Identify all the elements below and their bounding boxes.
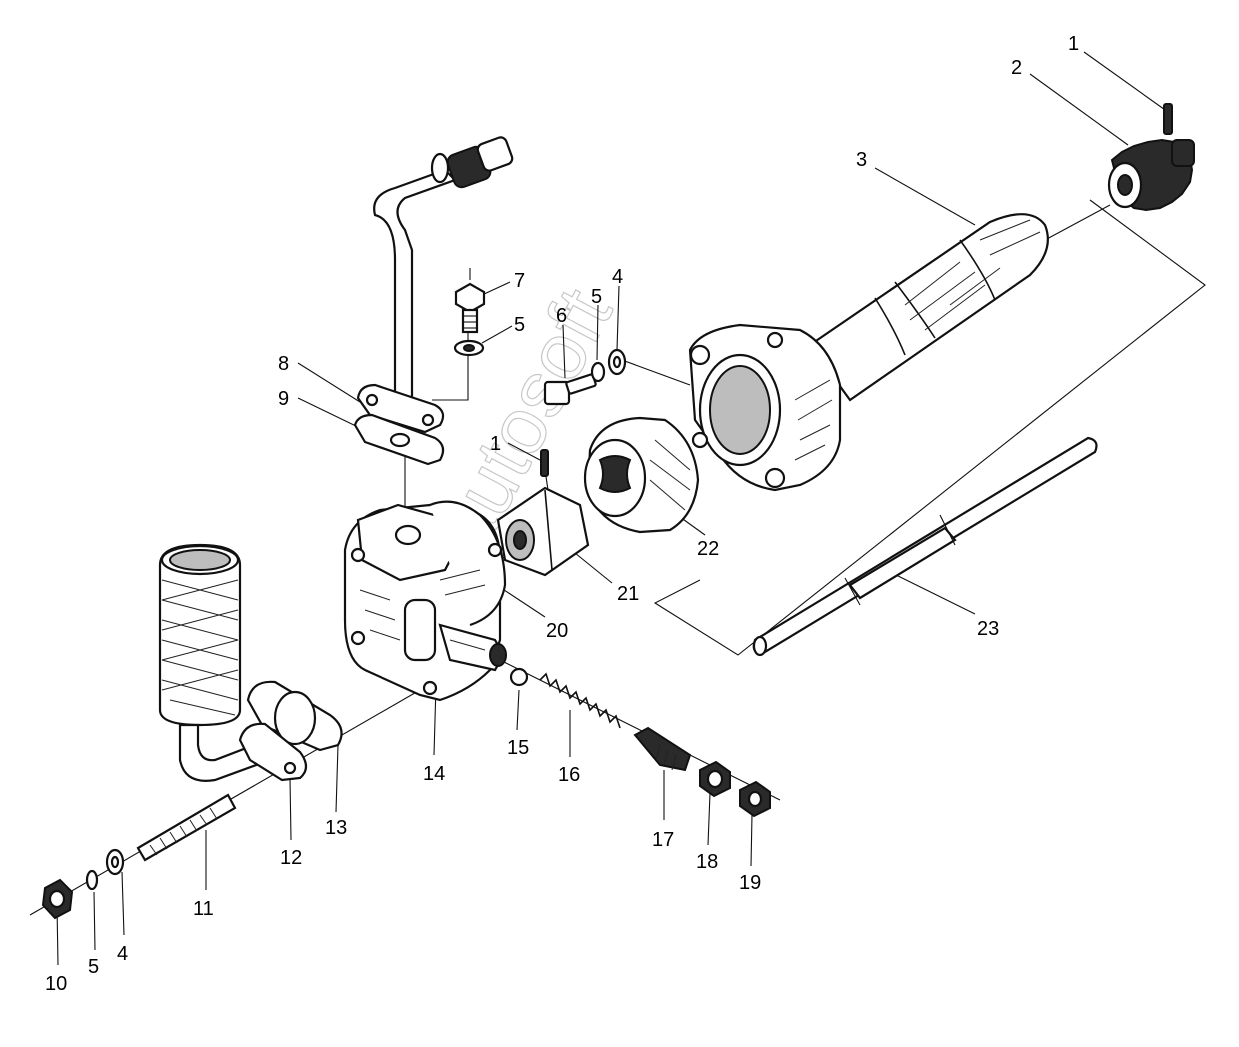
callout-16: 16 [558,764,580,786]
lock-washer-5-mid [590,361,606,383]
callout-3: 3 [856,149,867,171]
spring-16 [539,672,621,729]
tube-flange-8 [356,383,445,434]
callout-18: 18 [696,851,718,873]
strainer-flange-12 [238,722,308,782]
washer-4-top [607,348,627,376]
callout-17: 17 [652,829,674,851]
callout-4-top: 4 [612,266,623,288]
oil-tube [373,136,514,420]
outer-rotor-22 [583,416,700,534]
callout-7: 7 [514,270,525,292]
nut-10 [41,878,74,920]
oil-strainer [158,543,272,782]
callout-9: 9 [278,388,289,410]
callout-6: 6 [556,305,567,327]
inner-rotor-21 [496,486,590,577]
callout-21: 21 [617,583,639,605]
pin-1-top [1163,103,1173,135]
callout-2: 2 [1011,57,1022,79]
callout-15: 15 [507,737,529,759]
washer-5-bolt [453,339,485,357]
callout-11: 11 [193,898,214,920]
strainer-gasket-13 [246,680,343,752]
pump-shaft-23 [752,436,1098,657]
plunger-17 [633,726,692,772]
drive-gear-2 [1107,138,1195,212]
bolt-6 [543,373,597,406]
washer-4-bottom [105,848,125,876]
callout-4-bottom: 4 [117,943,128,965]
callout-20: 20 [546,620,568,642]
nut-19 [739,780,771,818]
nut-18 [699,760,731,798]
callout-14: 14 [423,763,445,785]
ball-15 [509,667,529,687]
callout-19: 19 [739,872,761,894]
lock-washer-5-bottom [85,869,99,891]
drive-shaft-3 [808,213,1049,402]
flange-gasket-9 [353,413,445,466]
callout-13: 13 [325,817,347,839]
callout-5-mid: 5 [591,286,602,308]
callout-8: 8 [278,353,289,375]
pin-1-mid [540,449,549,477]
pump-body-14 [343,500,507,702]
callout-1-top: 1 [1068,33,1079,55]
callout-10: 10 [45,973,67,995]
stud-11 [136,793,237,862]
callout-22: 22 [697,538,719,560]
bolt-7 [454,282,486,334]
callout-12: 12 [280,847,302,869]
callout-1-mid: 1 [490,433,501,455]
callout-5-bottom: 5 [88,956,99,978]
callout-labels: 1 2 3 7 5 4 5 6 8 9 1 22 21 20 23 14 15 … [45,33,1079,995]
callout-5-bolt: 5 [514,314,525,336]
pump-cover-housing [688,323,842,492]
callout-23: 23 [977,618,999,640]
